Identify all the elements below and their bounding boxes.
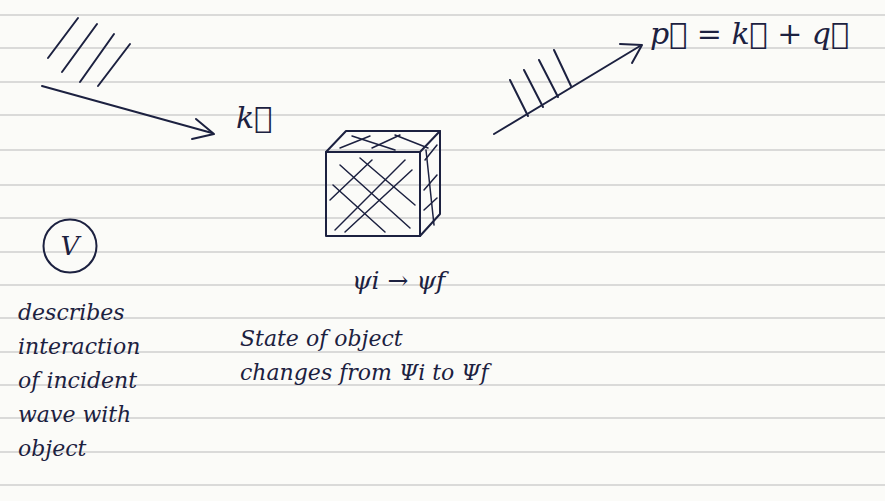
scattered-arrow xyxy=(494,44,642,134)
note-text: State of object changes from Ψi to Ψf xyxy=(240,322,530,390)
momentum-equation: p⃗ = k⃗ + q⃗ xyxy=(650,16,849,52)
operator-circle: V xyxy=(42,218,98,274)
object-cube xyxy=(326,131,440,236)
wave-vector-label: k⃗ xyxy=(236,100,272,136)
note-text: describes interaction of incident wave w… xyxy=(18,296,150,466)
incident-arrow xyxy=(42,86,214,139)
node-text-wrap: V xyxy=(42,218,98,274)
operator-symbol: V xyxy=(61,231,80,261)
incident-wavefronts xyxy=(48,18,130,86)
state-transition: ψi → ψf xyxy=(352,266,445,296)
